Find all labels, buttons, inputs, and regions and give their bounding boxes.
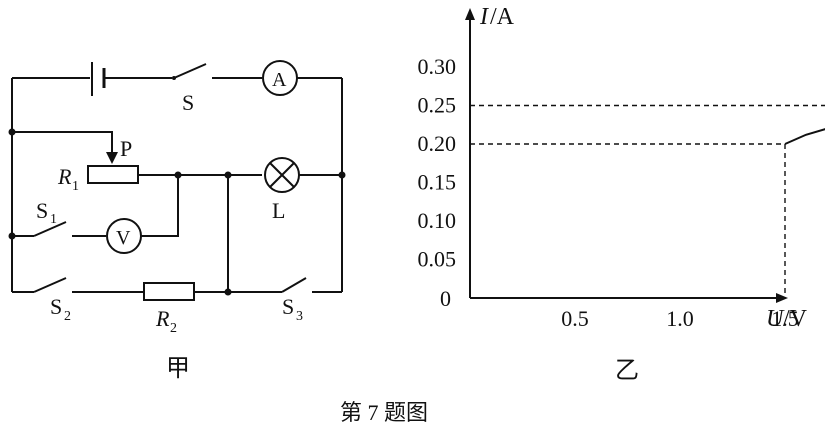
label-S1-sub: 1 — [50, 212, 57, 227]
switch-S1-icon — [33, 221, 67, 237]
label-S2: S — [50, 294, 62, 319]
label-R1: R — [57, 164, 72, 189]
x-axis-arrow-icon — [776, 293, 788, 303]
node-right — [338, 171, 346, 179]
x-axis-label-var: U — [766, 306, 785, 332]
caption-jia: 甲 — [166, 356, 190, 382]
slider-arrow-icon — [106, 152, 118, 164]
label-R2: R — [155, 306, 170, 331]
battery-icon — [91, 62, 106, 96]
y-tick-label: 0.25 — [418, 93, 457, 118]
y-axis-arrow-icon — [465, 8, 475, 20]
y-axis-label-var: I — [479, 4, 489, 30]
x-tick-label: 1.5 — [771, 306, 799, 331]
y-axis-label-unit: /A — [490, 4, 515, 30]
x-axis-label-unit: /V — [783, 306, 808, 332]
node-bottom-mid — [224, 288, 232, 296]
series-group — [784, 128, 825, 145]
lamp-icon — [264, 157, 300, 193]
label-switch-S: S — [182, 90, 194, 115]
switch-S2-icon — [33, 277, 67, 293]
label-S2-sub: 2 — [64, 309, 71, 324]
y-tick-label: 0.30 — [418, 54, 457, 79]
iv-chart: I /A U /V 0 0.05 0.10 0.15 0.20 0.25 0.30 0.5… — [418, 4, 825, 384]
circuit-diagram: S A P R 1 L S 1 V S 2 R 2 S 3 甲 — [8, 60, 346, 382]
label-S3: S — [282, 294, 294, 319]
label-R2-sub: 2 — [170, 321, 177, 336]
label-S3-sub: 3 — [296, 309, 303, 324]
resistor-R2 — [143, 282, 195, 301]
resistor-R1 — [87, 165, 139, 184]
switch-S3-icon — [281, 277, 307, 293]
slider-wire — [12, 131, 113, 158]
y-tick-labels: 0.05 0.10 0.15 0.20 0.25 0.30 — [418, 54, 457, 272]
x-tick-label: 1.0 — [666, 306, 694, 331]
y-tick-label: 0.15 — [418, 170, 457, 195]
caption-yi: 乙 — [615, 358, 639, 384]
label-R1-sub: 1 — [72, 179, 79, 194]
iv-curve — [784, 128, 825, 145]
y-tick-label: 0.05 — [418, 247, 457, 272]
label-slider-P: P — [120, 136, 132, 161]
y-tick-label: 0.10 — [418, 208, 457, 233]
x-tick-label: 0.5 — [561, 306, 589, 331]
switch-S-icon — [172, 63, 207, 80]
label-voltmeter: V — [116, 227, 131, 249]
label-ammeter: A — [272, 69, 287, 91]
x-tick-labels: 0.51.01.52.02.5 — [561, 306, 799, 331]
voltmeter-wire — [141, 175, 179, 237]
reference-lines — [470, 104, 825, 298]
label-lamp-L: L — [272, 198, 285, 223]
origin-label: 0 — [440, 286, 451, 311]
figure-caption: 第 7 题图 — [340, 400, 428, 425]
label-S1: S — [36, 198, 48, 223]
y-tick-label: 0.20 — [418, 131, 457, 156]
